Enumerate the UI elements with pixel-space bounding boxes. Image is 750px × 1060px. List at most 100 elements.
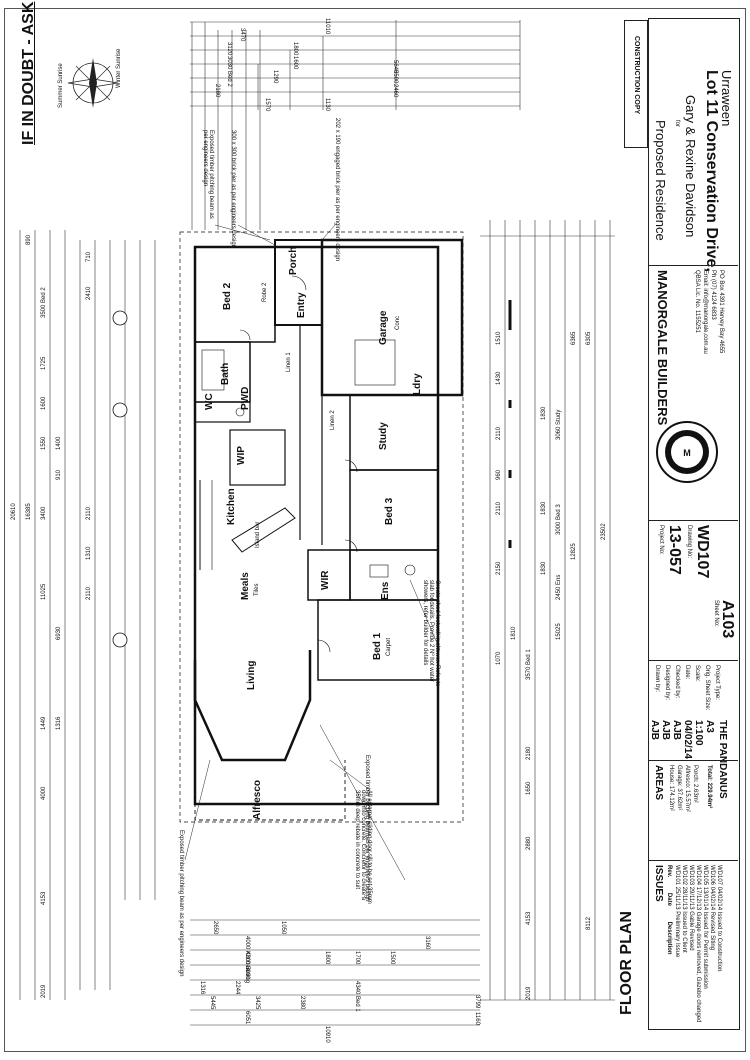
dim-bottom-11: 1050 <box>280 921 286 935</box>
area-porch: Porch: 2.63m² <box>692 765 698 803</box>
issues-header-desc: Description <box>666 921 672 955</box>
dim-top-5: 3030 Bed 2 <box>226 56 232 87</box>
issue-rev: WD104 <box>695 865 701 886</box>
dim-left-6: 1550 <box>41 436 47 450</box>
dim-left-12: 20610 <box>11 503 17 520</box>
area-alfresco: Alfresco: 15.57m² <box>684 765 690 812</box>
dim-bottom-15: 1700 <box>354 951 360 965</box>
area-total-value: 229.94m² <box>706 782 712 809</box>
dim-right-10: 1830 <box>541 561 547 575</box>
title-block-divider <box>648 265 738 266</box>
kitchen-island: Island bar <box>255 521 261 548</box>
issue-desc: Revised Siting <box>709 911 715 951</box>
builder-contact-1: Ph (07) 4124 6833 <box>710 270 716 320</box>
dim-bottom-12: 2650 <box>212 921 218 935</box>
dim-right-22: 2880 <box>526 836 532 850</box>
issue-date: 25/11/13 <box>674 886 680 910</box>
issue-date: 13/01/14 <box>702 886 708 911</box>
checked-by-label: Checked by: <box>674 665 680 699</box>
issues-title: ISSUES <box>653 865 664 902</box>
dim-left-19: 4000 <box>41 786 47 800</box>
dim-right-6: 2110 <box>496 502 502 515</box>
area-porch-value: 2.63m² <box>692 784 698 803</box>
dim-right-4: 3060 Study <box>556 409 562 440</box>
dim-right-14: 3570 Bed 1 <box>526 649 532 680</box>
dim-right-18: 6305 <box>586 331 592 345</box>
issue-desc: Issued to Client <box>681 911 687 953</box>
bed1-floor: Carpet <box>386 637 392 656</box>
issue-rev: WD101 <box>674 865 680 886</box>
dim-top-overall: 11010 <box>324 18 330 35</box>
garage-floor: Conc <box>395 315 401 330</box>
issue-rev: WD102 <box>681 865 687 886</box>
area-alfresco-value: 15.57m² <box>684 790 690 813</box>
building-walls <box>179 231 464 823</box>
title-block-divider-4 <box>648 760 738 761</box>
dim-left-13: 16385 <box>26 503 32 520</box>
builder-emblem-icon: M <box>656 421 718 483</box>
builder-logo: M <box>655 420 719 484</box>
issue-date: 29/11/13 <box>688 886 694 910</box>
issue-row: WD104 17/12/13 Garage doors removed, Gaz… <box>695 865 701 1022</box>
builder-contact-2: Email: info@manorgale.com.au <box>702 270 708 354</box>
dim-left-2: 3500 Bed 2 <box>41 287 47 318</box>
room-living: Living <box>246 660 257 690</box>
date-value: 04/02/14 <box>682 720 693 759</box>
dim-bottom-18: 2380 <box>299 996 305 1010</box>
dim-right-24: 2019 <box>526 986 532 1000</box>
issue-rev: WD105 <box>702 865 708 886</box>
dimension-lines-left <box>19 230 156 1000</box>
dim-left-10: 2110 <box>86 507 92 520</box>
scale-label: Scale: <box>694 665 700 682</box>
dim-right-11: 2450 Ens <box>556 574 562 600</box>
area-alfresco-label: Alfresco: <box>684 765 690 789</box>
compass-icon <box>67 58 119 108</box>
builder-name: MANORGALE BUILDERS <box>655 270 670 426</box>
issue-row: WD102 28/11/13 Issued to Client <box>681 865 687 953</box>
title-block-divider-2 <box>648 520 738 521</box>
dim-right-23: 4153 <box>526 911 532 925</box>
issue-rev: WD107 <box>716 865 722 886</box>
area-garage: Garage: 37.62m² <box>676 765 682 810</box>
dim-right-21: 23502 <box>601 523 607 540</box>
issue-desc: Gable Revised <box>688 911 694 951</box>
dim-top-6: 1600 <box>292 56 298 70</box>
dim-right-17: 6365 <box>571 331 577 345</box>
dim-right-8: 3000 Bed 3 <box>556 504 562 535</box>
area-total: Total: 229.94m² <box>706 765 712 808</box>
project-client: Gary & Rexine Davidson <box>683 95 698 238</box>
svg-text:M: M <box>683 448 691 458</box>
issue-row: WD107 04/02/14 Issued to Construction <box>716 865 722 971</box>
dim-right-25: 8112 <box>586 917 592 930</box>
dim-right-3: 1830 <box>541 406 547 420</box>
issue-desc: Garage doors removed, Gazebo changed <box>695 911 701 1023</box>
dim-left-18: 1316 <box>56 716 62 730</box>
project-suburb: Urraween <box>719 70 734 127</box>
section-markers <box>112 310 128 648</box>
dim-right-0: 1510 <box>496 331 502 345</box>
dim-left-9: 3400 <box>41 506 47 520</box>
dim-top-11: 5500 <box>392 70 398 84</box>
room-ldry: Ldry <box>412 373 423 395</box>
dim-top-7: 2180 <box>214 84 220 98</box>
dim-left-15: 6930 <box>56 626 62 640</box>
note-shower: Create shed footwell in shower. Refer to… <box>422 580 440 687</box>
room-robe2: Robe 2 <box>262 282 268 302</box>
room-linen2: Linen 2 <box>330 410 336 430</box>
designed-by-label: Designed by: <box>664 665 670 701</box>
title-block-divider-5 <box>648 860 738 861</box>
issue-date: 17/12/13 <box>695 886 701 911</box>
dim-top-10: 1130 <box>324 98 330 111</box>
issue-row: WD101 25/11/13 Preliminary Issue <box>674 865 680 957</box>
dim-right-16: 1650 <box>526 781 532 795</box>
project-lot: Lot 11 Conservation Drive, <box>703 70 720 272</box>
project-title: Proposed Residence <box>653 120 668 241</box>
dim-right-2: 2110 <box>496 427 502 440</box>
dimension-lines-right <box>480 220 615 1001</box>
dim-right-7: 1830 <box>541 501 547 515</box>
builder-contact-3: QBSA Lic. No. 1155251 <box>694 270 700 333</box>
builder-contact-0: PO Box 4391 Hervey Bay 4655 <box>718 270 724 354</box>
area-total-label: Total: <box>706 765 712 781</box>
dim-left-17: 1449 <box>41 716 47 730</box>
